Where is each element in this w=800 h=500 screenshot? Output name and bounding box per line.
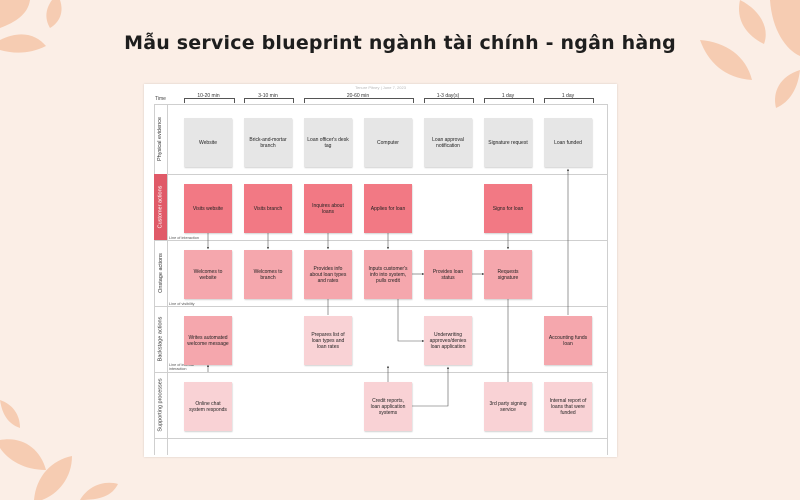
time-bracket (244, 98, 294, 103)
note-customer-applies: Applies for loan (364, 184, 412, 233)
connector-arrows (206, 168, 570, 407)
note-onstage-provides-info: Provides info about loan types and rates (304, 250, 352, 299)
time-bracket (304, 98, 414, 103)
grid-line (167, 104, 168, 455)
grid-line (154, 104, 607, 105)
grid-line (154, 372, 607, 373)
note-backstage-welcome-message: Writes automated welcome message (184, 316, 232, 365)
time-bracket (424, 98, 474, 103)
grid-line (154, 438, 607, 439)
note-physical-branch: Brick-and-mortar branch (244, 118, 292, 167)
note-customer-visits-website: Visits website (184, 184, 232, 233)
note-supporting-signing-service: 3rd party signing service (484, 382, 532, 431)
page-title: Mẫu service blueprint ngành tài chính - … (124, 32, 676, 54)
note-onstage-requests-signature: Requests signature (484, 250, 532, 299)
note-physical-computer: Computer (364, 118, 412, 167)
note-onstage-welcome-website: Welcomes to website (184, 250, 232, 299)
time-bracket (184, 98, 235, 103)
grid-line (607, 104, 608, 455)
grid-line (154, 240, 607, 241)
grid-line (154, 306, 607, 307)
time-span: 1 day (561, 93, 575, 99)
time-span: 3-10 min (258, 93, 278, 99)
line-of-internal-interaction-label: Line of internal interaction (169, 363, 194, 372)
connector-arrow (397, 296, 425, 343)
note-backstage-prepares-list: Prepares list of loan types and loan rat… (304, 316, 352, 365)
note-supporting-internal-report: Internal report of loans that were funde… (544, 382, 592, 431)
note-physical-approval-notification: Loan approval notification (424, 118, 472, 167)
time-label: Time (155, 96, 166, 102)
note-onstage-welcome-branch: Welcomes to branch (244, 250, 292, 299)
connector-arrow (412, 366, 450, 407)
note-customer-signs: Signs for loan (484, 184, 532, 233)
note-physical-website: Website (184, 118, 232, 167)
line-of-interaction-label: Line of interaction (169, 236, 199, 240)
blueprint-board: Tenure Pitney | June 7, 2023 Time 10-20 … (144, 84, 617, 457)
note-supporting-chat: Online chat system responds (184, 382, 232, 431)
lane-customer-actions: Customer actions (154, 174, 167, 240)
note-physical-signature-request: Signature request (484, 118, 532, 167)
line-of-visibility-label: Line of visibility (169, 302, 195, 306)
time-bracket (544, 98, 594, 103)
note-physical-loan-funded: Loan funded (544, 118, 592, 167)
time-span: 1 day (501, 93, 515, 99)
grid-line (154, 174, 607, 175)
note-customer-inquires: Inquires about loans (304, 184, 352, 233)
time-bracket (484, 98, 534, 103)
note-supporting-credit-reports: Credit reports, loan application systems (364, 382, 412, 431)
grid-line (154, 104, 155, 455)
note-physical-desk-tag: Loan officer's desk tag (304, 118, 352, 167)
time-span: 10-20 min (197, 93, 220, 99)
note-onstage-loan-status: Provides loan status (424, 250, 472, 299)
time-span: 20-60 min (346, 93, 370, 99)
board-caption: Tenure Pitney | June 7, 2023 (355, 85, 406, 90)
time-span: 1-3 day(s) (436, 93, 460, 99)
note-backstage-underwriting: Underwriting approves/denies loan applic… (424, 316, 472, 365)
note-onstage-inputs-info: Inputs customer's info into system, pull… (364, 250, 412, 299)
note-backstage-accounting: Accounting funds loan (544, 316, 592, 365)
note-customer-visits-branch: Visits branch (244, 184, 292, 233)
